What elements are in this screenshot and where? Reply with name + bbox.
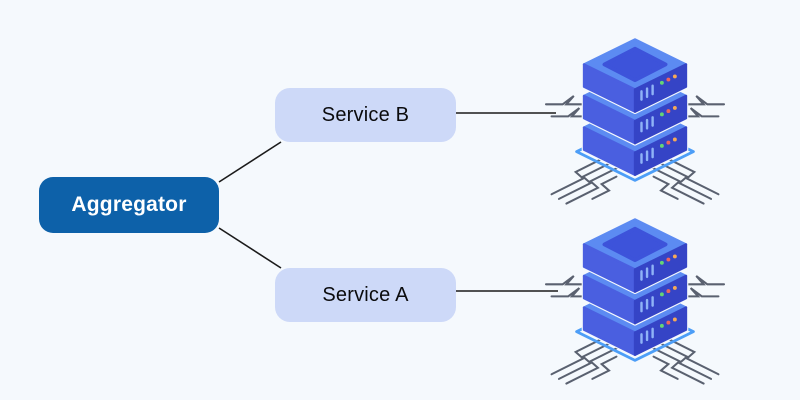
server-stack-icon bbox=[533, 28, 737, 214]
server-stack-icon bbox=[533, 208, 737, 394]
edge-aggregator-service-a bbox=[218, 227, 282, 269]
service-a-node: Service A bbox=[275, 268, 456, 322]
edge-aggregator-service-b bbox=[218, 141, 282, 183]
service-b-node: Service B bbox=[275, 88, 456, 142]
aggregator-node: Aggregator bbox=[39, 177, 219, 233]
